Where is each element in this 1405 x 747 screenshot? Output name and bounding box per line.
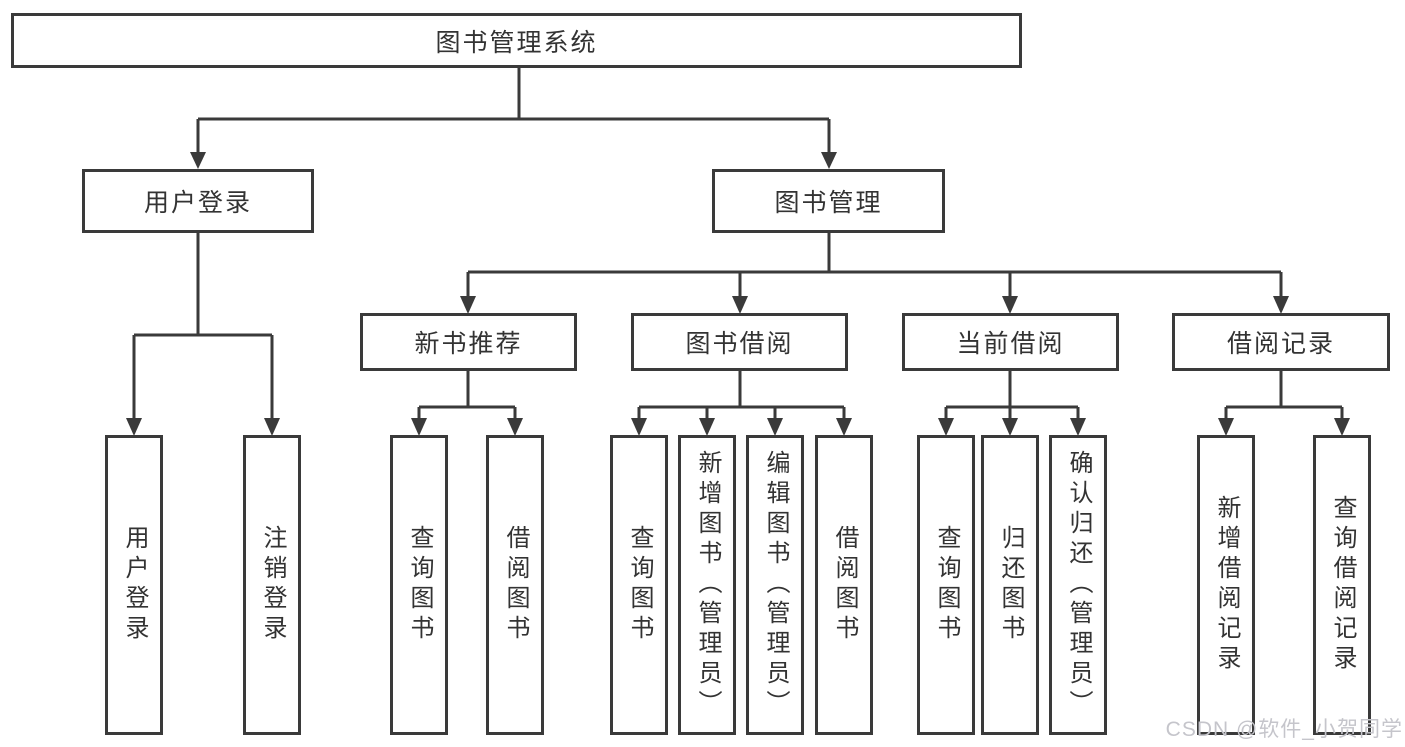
leaf-user-login-label: 用户登录: [121, 525, 148, 645]
node-root-system-label: 图书管理系统: [435, 28, 598, 57]
leaf-return-books: 归还图书: [981, 435, 1039, 735]
node-book-borrow: 图书借阅: [631, 313, 848, 371]
leaf-borrow-query-books: 查询图书: [610, 435, 668, 735]
leaf-borrow-books: 借阅图书: [815, 435, 873, 735]
leaf-add-borrow-record: 新增借阅记录: [1197, 435, 1255, 735]
edge-line: [637, 371, 846, 420]
arrowhead: [631, 418, 647, 436]
leaf-rec-borrow-books-label: 借阅图书: [502, 525, 529, 645]
arrowhead: [190, 152, 206, 169]
arrowhead: [1334, 418, 1350, 436]
leaf-add-books-admin: 新增图书（管理员）: [678, 435, 736, 735]
arrowhead: [126, 418, 142, 436]
leaf-borrow-books-label: 借阅图书: [831, 525, 858, 645]
leaf-rec-query-books: 查询图书: [390, 435, 448, 735]
connector-user-login-to-leaves: [126, 233, 280, 436]
arrowhead: [1218, 418, 1234, 436]
leaf-current-query-books-label: 查询图书: [933, 525, 960, 645]
arrowhead: [1273, 296, 1289, 314]
node-book-mgmt: 图书管理: [712, 169, 945, 233]
node-user-login-label: 用户登录: [143, 189, 252, 217]
arrowhead: [699, 418, 715, 436]
edge-line: [132, 233, 274, 420]
connector-book-borrow-to-leaves: [631, 371, 852, 436]
arrowhead: [264, 418, 280, 436]
arrowhead: [1070, 418, 1086, 436]
arrowhead: [1002, 418, 1018, 436]
node-current-borrow-label: 当前借阅: [956, 330, 1065, 358]
arrowhead: [767, 418, 783, 436]
leaf-confirm-return-admin: 确认归还（管理员）: [1049, 435, 1107, 735]
edge-line: [944, 371, 1080, 420]
connector-new-book-rec-to-leaves: [411, 371, 523, 436]
arrowhead: [460, 296, 476, 314]
arrowhead: [938, 418, 954, 436]
node-user-login: 用户登录: [82, 169, 314, 233]
node-borrow-record-label: 借阅记录: [1226, 330, 1335, 358]
edge-line: [1224, 371, 1344, 420]
leaf-query-borrow-record: 查询借阅记录: [1313, 435, 1371, 735]
connector-borrow-record-to-leaves: [1218, 371, 1350, 436]
leaf-query-borrow-record-label: 查询借阅记录: [1329, 495, 1356, 675]
leaf-logout: 注销登录: [243, 435, 301, 735]
node-book-mgmt-label: 图书管理: [774, 189, 883, 217]
arrowhead: [836, 418, 852, 436]
leaf-rec-borrow-books: 借阅图书: [486, 435, 544, 735]
leaf-borrow-query-books-label: 查询图书: [626, 525, 653, 645]
node-borrow-record: 借阅记录: [1172, 313, 1390, 371]
csdn-watermark: CSDN @软件_小贺同学: [1165, 718, 1403, 741]
arrowhead: [1002, 296, 1018, 314]
node-new-book-rec-label: 新书推荐: [414, 330, 523, 358]
edge-line: [196, 68, 831, 154]
connector-book-mgmt-to-level3: [460, 233, 1289, 314]
connector-root-to-level2: [190, 68, 837, 169]
leaf-edit-books-admin: 编辑图书（管理员）: [746, 435, 804, 735]
node-root-system: 图书管理系统: [11, 13, 1022, 68]
leaf-return-books-label: 归还图书: [997, 525, 1024, 645]
leaf-logout-label: 注销登录: [259, 525, 286, 645]
edge-line: [417, 371, 517, 420]
node-book-borrow-label: 图书借阅: [685, 330, 794, 358]
leaf-edit-books-admin-label: 编辑图书（管理员）: [762, 450, 789, 720]
edge-line: [466, 233, 1283, 298]
connector-current-borrow-to-leaves: [938, 371, 1086, 436]
arrowhead: [732, 296, 748, 314]
leaf-rec-query-books-label: 查询图书: [406, 525, 433, 645]
leaf-add-books-admin-label: 新增图书（管理员）: [694, 450, 721, 720]
leaf-current-query-books: 查询图书: [917, 435, 975, 735]
arrowhead: [411, 418, 427, 436]
leaf-confirm-return-admin-label: 确认归还（管理员）: [1065, 450, 1092, 720]
node-current-borrow: 当前借阅: [902, 313, 1119, 371]
leaf-add-borrow-record-label: 新增借阅记录: [1213, 495, 1240, 675]
leaf-user-login: 用户登录: [105, 435, 163, 735]
arrowhead: [507, 418, 523, 436]
arrowhead: [821, 152, 837, 169]
node-new-book-rec: 新书推荐: [360, 313, 577, 371]
